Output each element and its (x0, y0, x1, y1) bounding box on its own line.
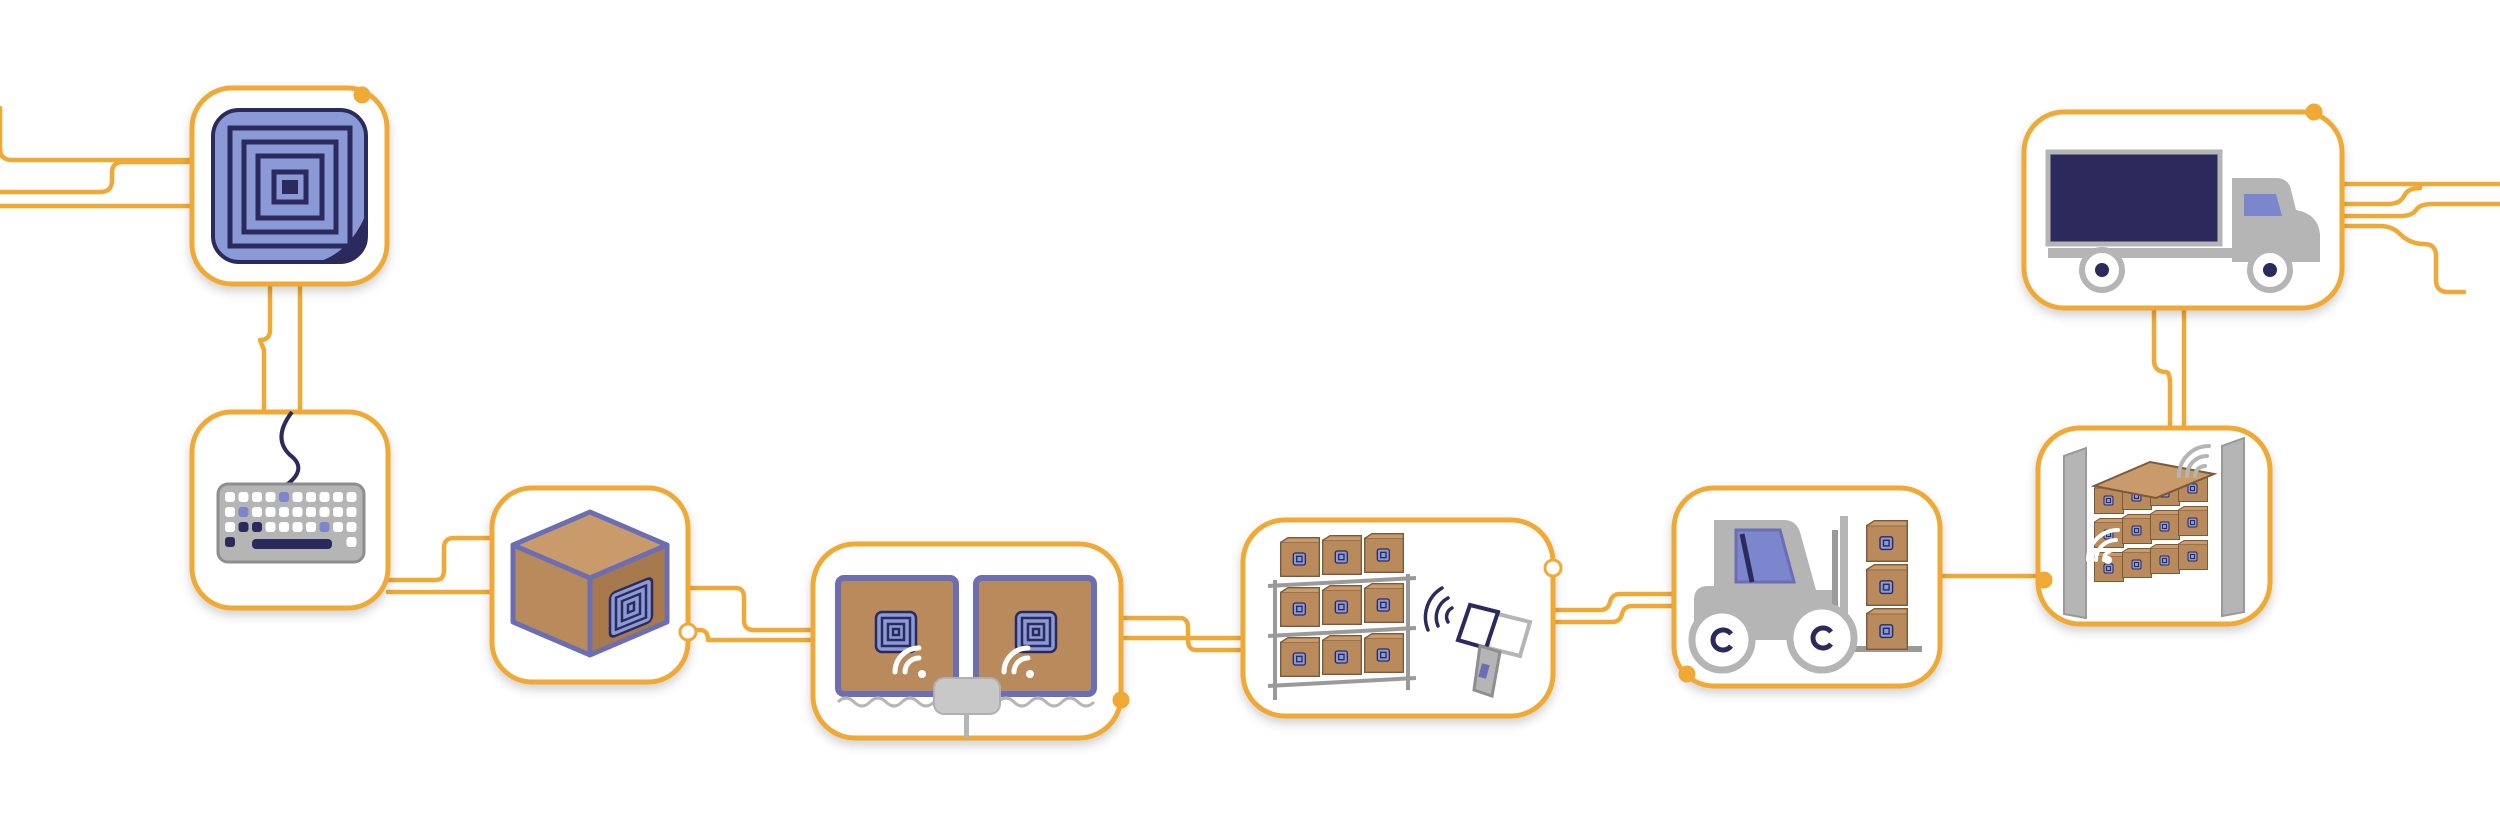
connector-junctions (353, 86, 2323, 709)
key (265, 507, 276, 517)
key (279, 492, 289, 502)
shelf-box (1364, 632, 1404, 674)
key (292, 522, 303, 532)
key (319, 522, 330, 532)
key (265, 492, 276, 502)
node-rfid-tag (189, 85, 390, 287)
connector-wire (1550, 591, 1677, 613)
rfid-tag-icon (211, 108, 368, 264)
key (306, 507, 316, 517)
handheld-reader-icon (1423, 586, 1533, 698)
key (225, 522, 235, 532)
node-warehouse-shelf (1240, 517, 1556, 719)
key (333, 492, 343, 502)
tagged-box-icon (510, 509, 670, 658)
connector-wire (257, 281, 273, 415)
connector-wires (0, 105, 2500, 653)
pallet-top (2090, 460, 2218, 500)
connector-wire (385, 535, 495, 583)
forklift-box (1865, 608, 1909, 650)
key (319, 492, 330, 502)
key (252, 492, 262, 502)
node-conveyor-reader (810, 541, 1124, 741)
connector-wire (2339, 223, 2467, 295)
shelf-box (1280, 636, 1320, 678)
forklift-box (1865, 520, 1909, 562)
key (279, 522, 289, 532)
shelf-box (1364, 532, 1404, 574)
key (238, 522, 249, 532)
connector-wire (685, 585, 816, 633)
key (252, 522, 262, 532)
connector-wire (0, 159, 195, 195)
node-tagged-box (489, 485, 691, 685)
pallet-box (2178, 505, 2208, 537)
key (238, 507, 249, 517)
pallet-box (2150, 509, 2180, 541)
shelf-box (1322, 534, 1362, 576)
shelf-box (1322, 634, 1362, 676)
shelf-box (1280, 586, 1320, 628)
key (346, 537, 357, 547)
key (346, 522, 357, 532)
connector-wire (2151, 305, 2173, 431)
node-delivery-truck (2021, 109, 2345, 311)
junction-dot (1678, 665, 1696, 683)
forklift-box (1865, 564, 1909, 606)
key (306, 492, 316, 502)
key (346, 507, 357, 517)
connector-wire (2339, 181, 2423, 207)
junction-dot (1112, 691, 1130, 709)
junction-dot (353, 86, 371, 104)
keyboard-icon (216, 410, 366, 564)
key (292, 492, 303, 502)
pallet-portal-reader-icon (2063, 436, 2245, 620)
key (225, 507, 235, 517)
junction-dot (678, 622, 698, 642)
junction-dot (2035, 571, 2053, 589)
pallet-box (2122, 547, 2152, 579)
node-keyboard (189, 409, 391, 611)
junction-dot (2305, 103, 2323, 121)
shelf-box (1280, 536, 1320, 578)
junction-dot (1543, 558, 1563, 578)
connector-wire (0, 105, 195, 163)
key (225, 537, 235, 547)
node-portal-reader (2035, 425, 2273, 627)
key (292, 507, 303, 517)
connector-wire (1118, 615, 1246, 653)
connector-wire (2339, 201, 2500, 219)
key (306, 522, 316, 532)
key (238, 492, 249, 502)
key (265, 522, 276, 532)
key (333, 507, 343, 517)
key (225, 492, 235, 502)
shelf-and-handheld-reader-icon (1267, 532, 1533, 700)
key (319, 507, 330, 517)
node-forklift (1671, 485, 1943, 689)
pallet-box (2122, 513, 2152, 545)
conveyor-reader-icon (835, 575, 1097, 738)
key (333, 522, 343, 532)
truck-icon (2045, 149, 2320, 293)
key (346, 492, 357, 502)
key (279, 507, 289, 517)
connector-wire (685, 627, 816, 643)
key (252, 507, 262, 517)
pallet-box (2178, 539, 2208, 571)
connector-wire (1550, 603, 1677, 625)
pallet-box (2150, 543, 2180, 575)
shelf-box (1322, 584, 1362, 626)
forklift-icon (1688, 516, 1922, 674)
spacebar (252, 539, 332, 549)
shelf-box (1364, 582, 1404, 624)
